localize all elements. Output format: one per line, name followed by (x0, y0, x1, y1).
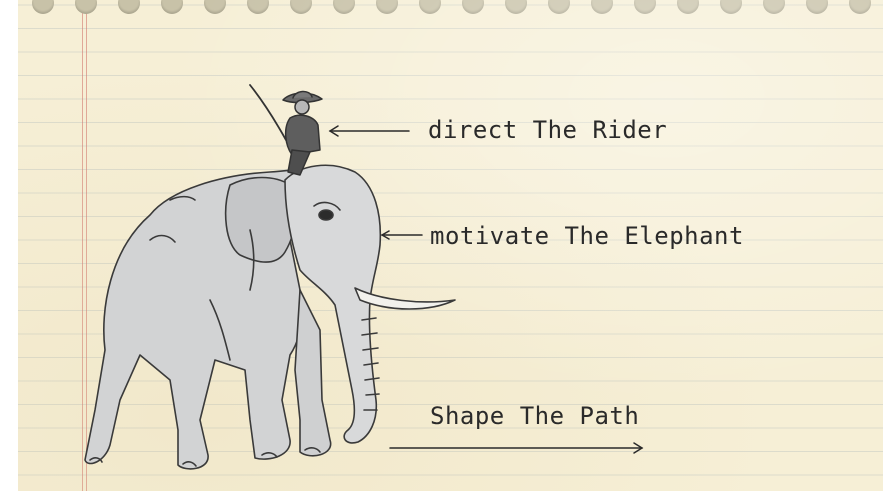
elephant-label: motivate The Elephant (430, 222, 744, 250)
elephant-drawing (85, 165, 455, 469)
path-label: Shape The Path (430, 402, 639, 430)
arrow-shape-path (390, 443, 642, 453)
arrow-to-elephant (382, 231, 422, 239)
rider-drawing (250, 85, 322, 175)
arrow-to-rider (330, 126, 409, 136)
rider-label: direct The Rider (428, 116, 667, 144)
